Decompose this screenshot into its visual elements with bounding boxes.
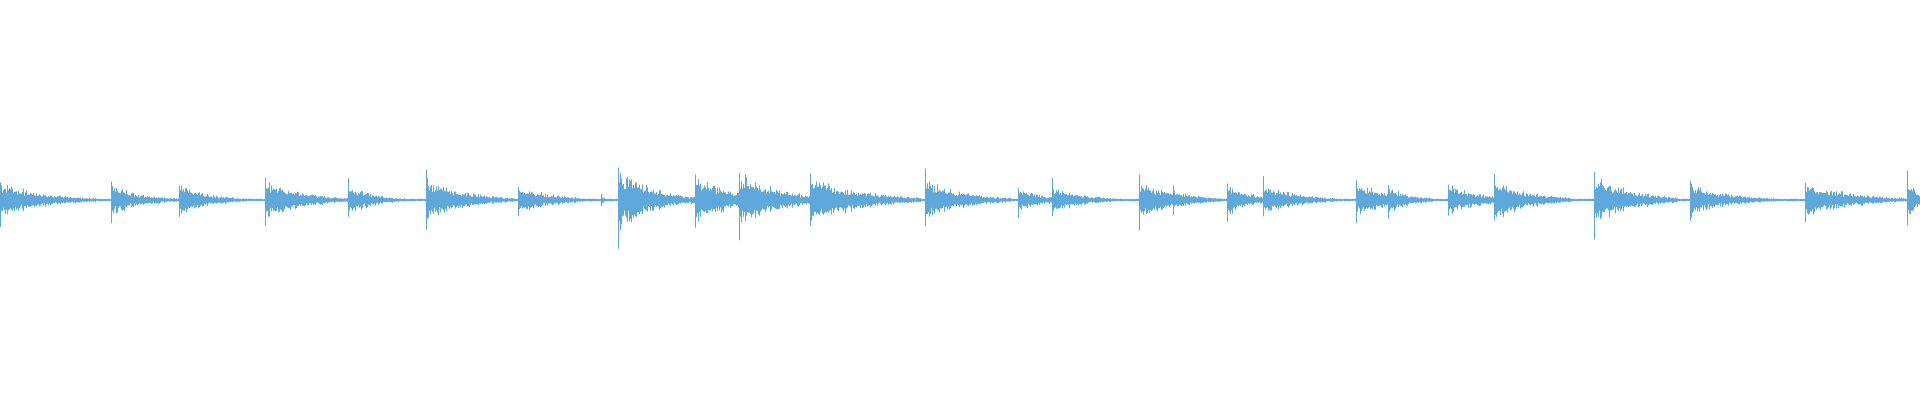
waveform-trace <box>0 167 1920 249</box>
